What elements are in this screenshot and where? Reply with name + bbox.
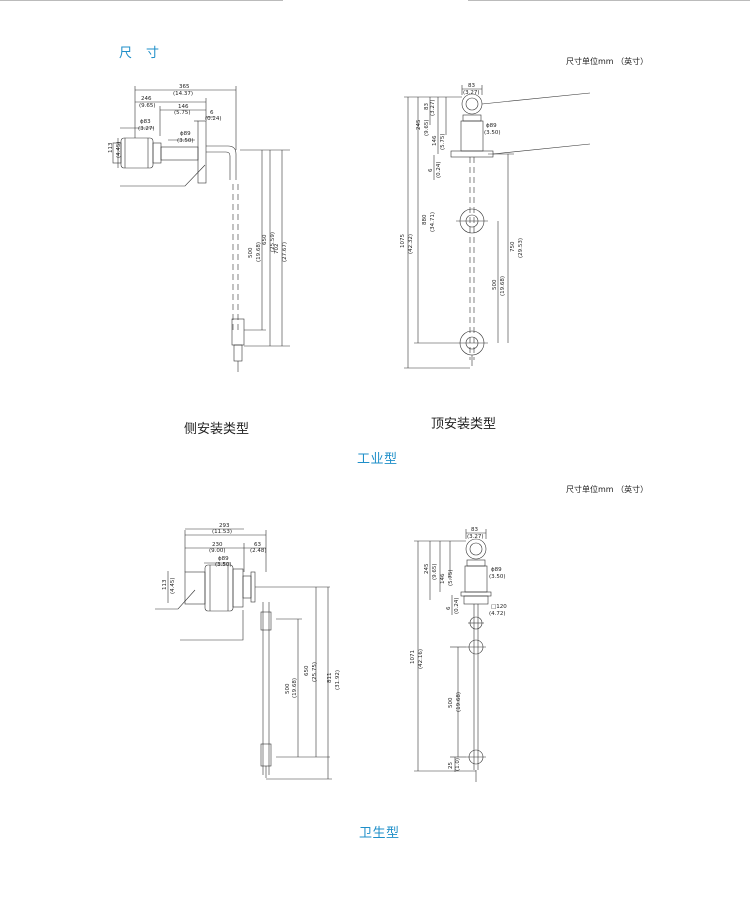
svg-text:1071: 1071: [410, 650, 416, 664]
svg-text:(29.53): (29.53): [518, 238, 524, 258]
svg-text:146: 146: [440, 573, 446, 584]
svg-text:(19.68): (19.68): [456, 692, 462, 712]
svg-text:(11.53): (11.53): [212, 529, 232, 535]
svg-text:(5.75): (5.75): [440, 133, 446, 150]
svg-text:(3.27): (3.27): [430, 99, 436, 116]
svg-text:(0.24): (0.24): [205, 116, 222, 122]
svg-text:(4.72): (4.72): [489, 611, 506, 617]
caption-top-mount: 顶安装类型: [431, 417, 497, 432]
svg-text:(3.50): (3.50): [484, 130, 501, 136]
svg-text:293: 293: [219, 523, 230, 529]
svg-text:500: 500: [248, 247, 254, 258]
svg-text:ϕ89: ϕ89: [491, 567, 502, 573]
unit-note-industrial: 尺寸单位mm （英寸）: [566, 57, 649, 66]
svg-text:ϕ89: ϕ89: [218, 556, 229, 562]
svg-text:(1.0): (1.0): [455, 758, 461, 771]
svg-text:83: 83: [424, 103, 430, 110]
svg-text:(31.92): (31.92): [335, 670, 341, 690]
industrial-top-drawing: 83 (3.27) ϕ89 (3.50) 83 (3.27) 245 (9.65…: [400, 83, 591, 369]
svg-text:6: 6: [446, 606, 452, 610]
svg-text:500: 500: [448, 697, 454, 708]
svg-text:365: 365: [179, 84, 190, 90]
svg-text:650: 650: [262, 234, 268, 245]
svg-text:(25.59): (25.59): [270, 232, 276, 252]
svg-text:113: 113: [162, 579, 168, 590]
top-rule: [0, 0, 750, 1]
svg-text:245: 245: [416, 119, 422, 130]
svg-text:702: 702: [274, 244, 280, 255]
svg-text:113: 113: [108, 142, 114, 153]
svg-text:(9.00): (9.00): [209, 548, 226, 554]
svg-text:(42.32): (42.32): [408, 234, 414, 254]
section-label-sanitary: 卫生型: [359, 826, 400, 841]
svg-text:6: 6: [210, 110, 214, 116]
svg-text:(5.75): (5.75): [448, 569, 454, 586]
svg-text:245: 245: [424, 563, 430, 574]
svg-text:83: 83: [468, 83, 475, 89]
svg-text:(4.45): (4.45): [170, 577, 176, 594]
unit-note-sanitary: 尺寸单位mm （英寸）: [566, 485, 649, 494]
svg-text:83: 83: [471, 527, 478, 533]
svg-text:(34.71): (34.71): [430, 212, 436, 232]
sanitary-side-drawing: 293 (11.53) 230 (9.00) 63 (2.48) ϕ89 (3.…: [155, 523, 341, 780]
svg-text:(3.27): (3.27): [463, 90, 480, 96]
caption-side-mount: 侧安装类型: [184, 422, 250, 437]
svg-text:25: 25: [448, 762, 454, 769]
svg-text:(27.67): (27.67): [282, 242, 288, 262]
svg-text:(2.48): (2.48): [250, 548, 267, 554]
svg-text:ϕ89: ϕ89: [180, 131, 191, 137]
svg-text:(25.75): (25.75): [312, 662, 318, 682]
svg-text:750: 750: [510, 241, 516, 252]
svg-text:ϕ83: ϕ83: [140, 119, 151, 125]
svg-text:(3.50): (3.50): [177, 138, 194, 144]
svg-text:(19.68): (19.68): [292, 678, 298, 698]
svg-text:(3.27): (3.27): [138, 126, 155, 132]
svg-text:811: 811: [327, 673, 333, 684]
svg-text:(14.37): (14.37): [173, 91, 193, 97]
svg-text:(19.68): (19.68): [256, 242, 262, 262]
svg-text:(5.75): (5.75): [174, 110, 191, 116]
svg-text:ϕ89: ϕ89: [486, 123, 497, 129]
svg-text:880: 880: [422, 214, 428, 225]
svg-text:(42.16): (42.16): [418, 649, 424, 669]
svg-text:(9.65): (9.65): [432, 563, 438, 580]
svg-text:(19.68): (19.68): [500, 276, 506, 296]
svg-text:(0.24): (0.24): [454, 597, 460, 614]
svg-text:(3.27): (3.27): [467, 534, 484, 540]
svg-text:(3.50): (3.50): [489, 574, 506, 580]
industrial-side-drawing: 365 (14.37) 246 (9.65) 146 (5.75) 6 (0.2…: [108, 84, 290, 372]
svg-text:(9.65): (9.65): [424, 119, 430, 136]
svg-text:□120: □120: [491, 604, 507, 610]
svg-text:146: 146: [178, 104, 189, 110]
section-label-industrial: 工业型: [357, 452, 398, 467]
page-title: 尺 寸: [119, 46, 160, 61]
svg-text:650: 650: [304, 665, 310, 676]
svg-text:246: 246: [141, 96, 152, 102]
svg-text:(0.24): (0.24): [436, 161, 442, 178]
svg-text:(3.50): (3.50): [215, 562, 232, 568]
svg-text:63: 63: [254, 542, 261, 548]
svg-text:(9.65): (9.65): [139, 103, 156, 109]
svg-text:1075: 1075: [400, 234, 406, 248]
svg-text:500: 500: [285, 683, 291, 694]
svg-text:6: 6: [428, 168, 434, 172]
svg-text:230: 230: [212, 542, 223, 548]
sanitary-top-drawing: 83 (3.27) ϕ89 (3.50) □120 (4.72) 245 (9.…: [410, 527, 507, 782]
svg-text:(4.45): (4.45): [116, 141, 122, 158]
svg-text:500: 500: [492, 279, 498, 290]
svg-text:146: 146: [432, 135, 438, 146]
